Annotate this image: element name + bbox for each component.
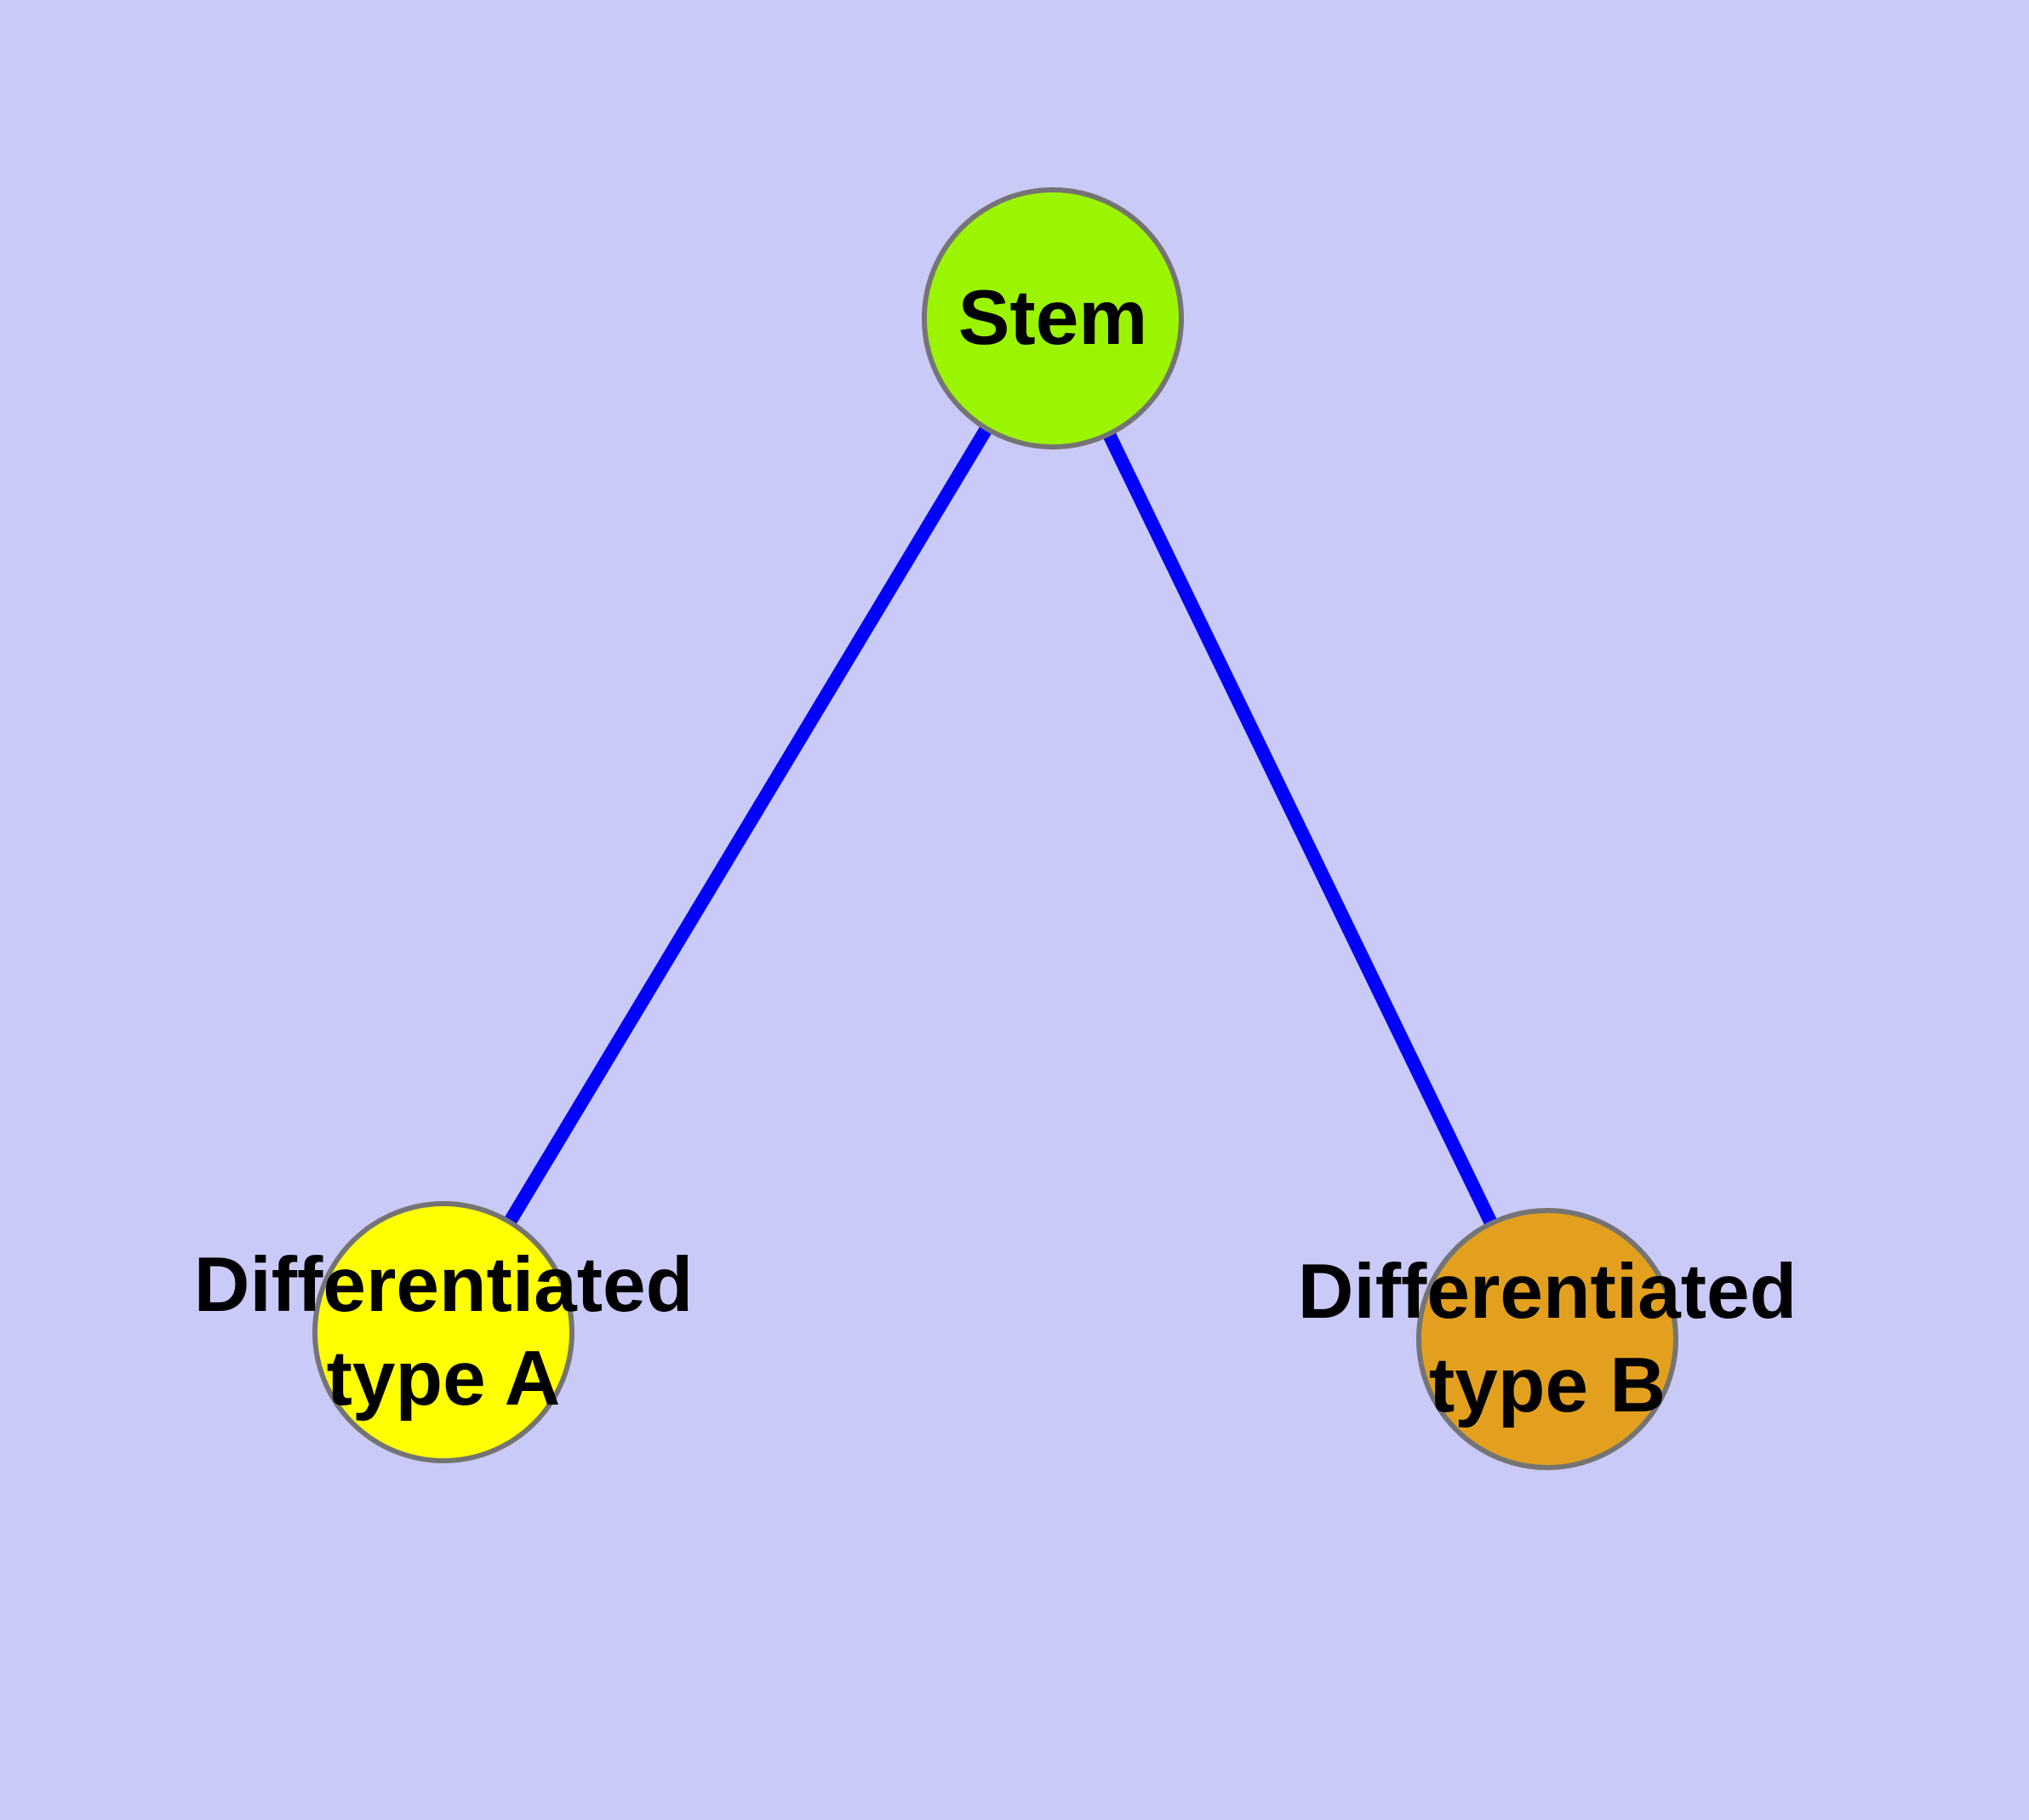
edge-layer [437,314,1554,1342]
edge-stem-to-type-b [1046,315,1554,1342]
node-type-a-circle [312,1201,574,1463]
node-type-b-circle [1416,1208,1678,1470]
node-layer [312,187,1678,1470]
edge-stem-to-type-a [437,314,1059,1336]
node-stem-circle [922,187,1184,449]
